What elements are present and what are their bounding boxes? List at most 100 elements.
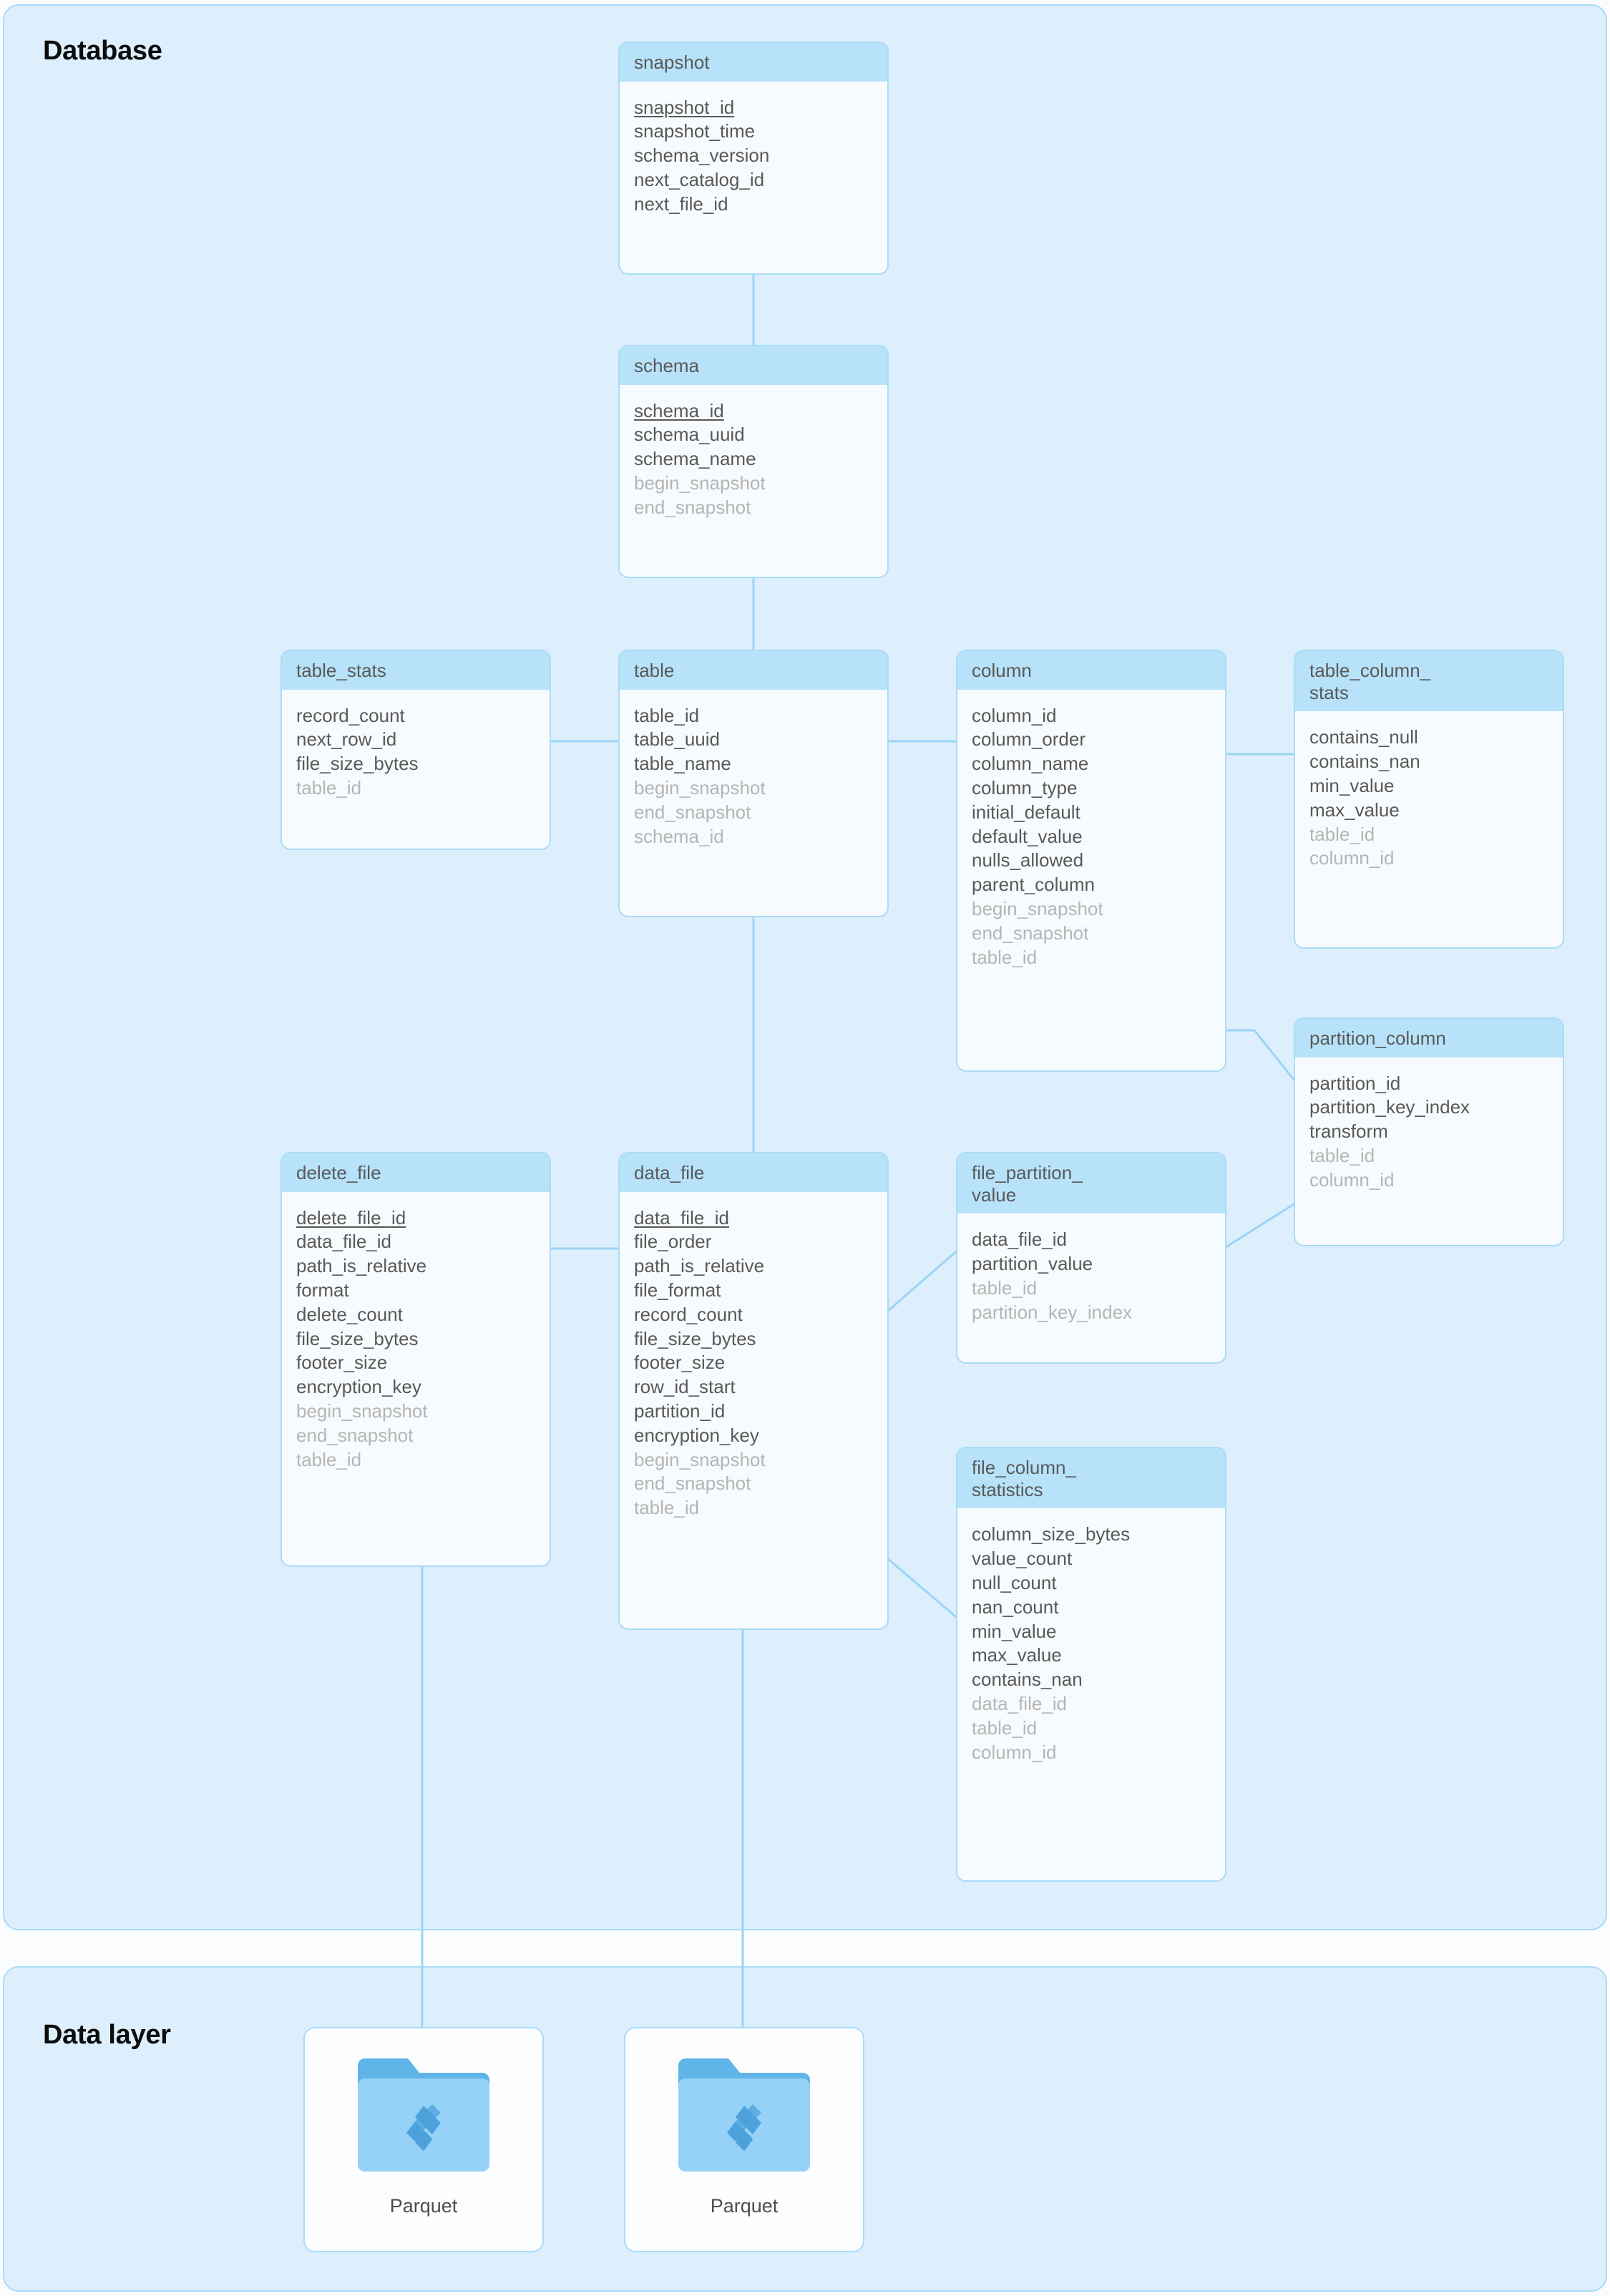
panel-database [3, 4, 1607, 1930]
file-card-parquet-2[interactable]: Parquet [624, 2027, 864, 2252]
entity-field: data_file_id [296, 1231, 391, 1253]
entity-field: next_catalog_id [634, 169, 765, 191]
entity-title: column [972, 660, 1032, 681]
entity-field-fk: end_snapshot [634, 1472, 751, 1495]
entity-field: max_value [1309, 798, 1400, 821]
entity-field: default_value [972, 825, 1083, 847]
entity-field: file_size_bytes [634, 1327, 756, 1349]
entity-field: min_value [1309, 774, 1395, 796]
entity-field: file_size_bytes [296, 753, 419, 775]
panel-title-database: Database [43, 36, 162, 66]
entity-field: snapshot_time [634, 120, 756, 142]
entity-title: delete_file [296, 1162, 381, 1183]
entity-field: partition_value [972, 1253, 1093, 1275]
entity-title: schema [634, 355, 700, 376]
entity-field: partition_id [1309, 1072, 1401, 1094]
entity-field-fk: begin_snapshot [634, 472, 766, 494]
entity-field: footer_size [296, 1352, 388, 1374]
entity-field: next_row_id [296, 728, 397, 751]
entity-header: table [620, 651, 887, 690]
entity-field-fk: table_id [1309, 1145, 1375, 1167]
entity-field-pk: snapshot_id [634, 96, 735, 118]
entity-field-fk: table_id [972, 1276, 1038, 1299]
panel-title-data-layer: Data layer [43, 2020, 171, 2050]
entity-field: column_name [972, 753, 1089, 775]
entity-field-fk: end_snapshot [634, 801, 751, 823]
entity-header: column [957, 651, 1225, 690]
entity-field-fk: partition_key_index [972, 1301, 1133, 1323]
entity-title: table [634, 660, 675, 681]
entity-field-fk: begin_snapshot [972, 898, 1103, 920]
entity-field-fk: table_id [972, 1716, 1038, 1739]
entity-field: column_type [972, 777, 1078, 799]
entity-title: file_partition_ value [972, 1162, 1083, 1206]
entity-field: path_is_relative [634, 1255, 765, 1277]
entity-field: partition_id [634, 1400, 726, 1422]
entity-title: file_column_ statistics [972, 1457, 1076, 1500]
entity-field-fk: table_id [634, 1497, 700, 1519]
entity-field: data_file_id [972, 1228, 1067, 1251]
entity-field: footer_size [634, 1352, 726, 1374]
entity-field-fk: begin_snapshot [634, 777, 766, 799]
entity-field: max_value [972, 1644, 1062, 1666]
entity-field: column_id [972, 704, 1057, 726]
entity-title: data_file [634, 1162, 705, 1183]
entity-field-fk: schema_id [634, 825, 724, 847]
entity-title: table_column_ stats [1309, 660, 1431, 703]
entity-field: record_count [296, 704, 405, 726]
entity-field-fk: column_id [1309, 847, 1395, 869]
entity-field-fk: end_snapshot [972, 922, 1089, 944]
entity-header: schema [620, 346, 887, 385]
entity-field: contains_nan [1309, 751, 1420, 773]
entity-field-fk: data_file_id [972, 1692, 1067, 1714]
entity-field: table_id [634, 704, 700, 726]
entity-header: snapshot [620, 43, 887, 82]
entity-field: row_id_start [634, 1376, 736, 1398]
entity-header: table_column_ stats [1295, 651, 1563, 712]
entity-title: snapshot [634, 52, 710, 73]
entity-file-column-statistics[interactable]: file_column_ statistics column_size_byte… [956, 1447, 1226, 1882]
entity-field: schema_version [634, 145, 770, 167]
entity-header: table_stats [282, 651, 550, 690]
entity-field: format [296, 1279, 349, 1301]
entity-field: nulls_allowed [972, 849, 1084, 871]
entity-field: file_order [634, 1231, 712, 1253]
entity-field: record_count [634, 1303, 743, 1325]
file-card-parquet-1[interactable]: Parquet [303, 2027, 544, 2252]
entity-field-pk: schema_id [634, 399, 724, 421]
file-card-label: Parquet [389, 2195, 458, 2217]
entity-title: partition_column [1309, 1027, 1446, 1049]
entity-field-fk: begin_snapshot [634, 1448, 766, 1470]
entity-field: transform [1309, 1120, 1388, 1143]
entity-field-fk: end_snapshot [296, 1424, 414, 1446]
entity-header: file_column_ statistics [957, 1448, 1225, 1509]
entity-field: initial_default [972, 801, 1080, 823]
entity-field: column_order [972, 728, 1085, 751]
entity-field-pk: data_file_id [634, 1206, 729, 1228]
entity-field: null_count [972, 1571, 1057, 1593]
entity-field-fk: end_snapshot [634, 496, 751, 518]
entity-field: delete_count [296, 1303, 403, 1325]
file-card-label: Parquet [710, 2195, 779, 2217]
entity-field: partition_key_index [1309, 1096, 1470, 1118]
